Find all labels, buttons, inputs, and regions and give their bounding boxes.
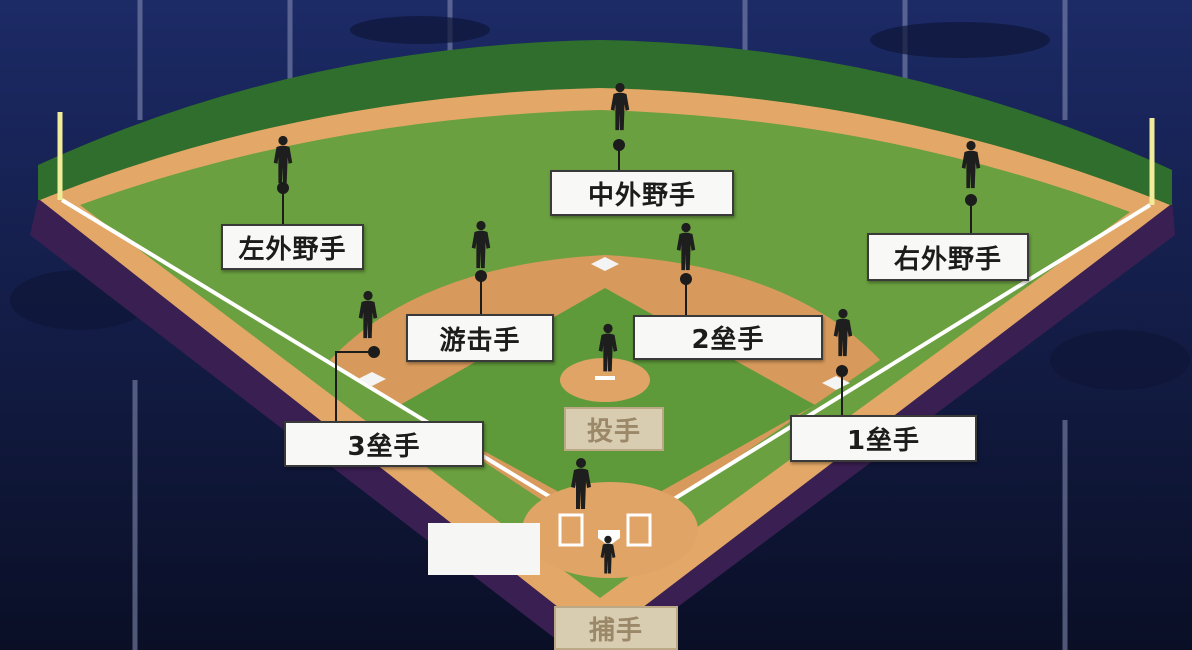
label-third-baseman: 3垒手 (284, 421, 484, 467)
foul-lines (60, 198, 1152, 522)
label-right-fielder: 右外野手 (867, 233, 1029, 281)
foul-pole-icon (57, 112, 1155, 205)
crowd-shadows (10, 16, 1190, 390)
batters-box-left (558, 513, 584, 547)
label-second-baseman: 2垒手 (633, 315, 823, 360)
label-shortstop: 游击手 (406, 314, 554, 362)
label-catcher: 捕手 (554, 606, 678, 650)
label-pitcher: 投手 (564, 407, 664, 451)
label-left-fielder: 左外野手 (221, 224, 364, 270)
batters-box-right (626, 513, 652, 547)
position-connectors (277, 139, 977, 422)
blank-label-box (428, 523, 540, 575)
label-first-baseman: 1垒手 (790, 415, 977, 462)
label-center-fielder: 中外野手 (550, 170, 734, 216)
